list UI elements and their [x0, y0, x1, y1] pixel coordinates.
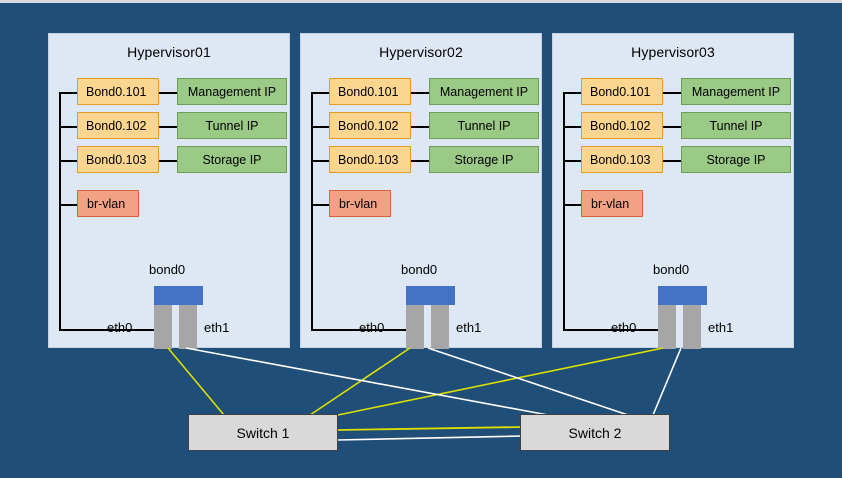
nic-eth1-leg[interactable] [431, 305, 449, 349]
bond-label: bond0 [401, 262, 438, 277]
bond-head [406, 286, 455, 305]
nic-eth0-leg[interactable] [658, 305, 676, 349]
trunk-stub-vlan-102 [563, 126, 581, 128]
bond-trunk-vertical [563, 92, 565, 330]
hypervisor-panel-2[interactable]: Hypervisor02 Bond0.101 Bond0.102 Bond0.1… [300, 33, 542, 349]
ip-role-management[interactable]: Management IP [681, 78, 791, 105]
bond-head [658, 286, 707, 305]
ip-role-tunnel[interactable]: Tunnel IP [177, 112, 287, 139]
link-vlan-101-to-ip [411, 92, 429, 94]
trunk-stub-brvlan [563, 204, 581, 206]
ip-role-management[interactable]: Management IP [429, 78, 539, 105]
vlan-interface-103[interactable]: Bond0.103 [77, 146, 159, 173]
vlan-interface-103[interactable]: Bond0.103 [329, 146, 411, 173]
bridge-br-vlan[interactable]: br-vlan [581, 190, 643, 217]
trunk-stub-vlan-103 [59, 160, 77, 162]
nic-label-eth1: eth1 [708, 320, 734, 335]
trunk-stub-vlan-102 [311, 126, 329, 128]
ip-role-tunnel[interactable]: Tunnel IP [429, 112, 539, 139]
trunk-stub-bond0 [59, 329, 154, 331]
cable-switch1-switch2-secondary [337, 435, 523, 441]
bond-label: bond0 [149, 262, 186, 277]
trunk-stub-brvlan [59, 204, 77, 206]
ip-role-tunnel[interactable]: Tunnel IP [681, 112, 791, 139]
vlan-interface-101[interactable]: Bond0.101 [581, 78, 663, 105]
vlan-interface-103[interactable]: Bond0.103 [581, 146, 663, 173]
nic-label-eth1: eth1 [204, 320, 230, 335]
vlan-interface-102[interactable]: Bond0.102 [581, 112, 663, 139]
cable-hv1-eth0-switch1 [167, 347, 225, 416]
vlan-interface-101[interactable]: Bond0.101 [329, 78, 411, 105]
link-vlan-102-to-ip [159, 126, 177, 128]
bond-trunk-vertical [311, 92, 313, 330]
cable-hv3-eth1-switch2 [652, 347, 682, 416]
bridge-br-vlan[interactable]: br-vlan [329, 190, 391, 217]
switch-2[interactable]: Switch 2 [520, 414, 670, 451]
hypervisor-panel-1[interactable]: Hypervisor01 Bond0.101 Bond0.102 Bond0.1… [48, 33, 290, 349]
hypervisor-title: Hypervisor02 [379, 44, 463, 60]
trunk-stub-bond0 [311, 329, 406, 331]
trunk-stub-vlan-101 [563, 92, 581, 94]
hypervisor-title: Hypervisor03 [631, 44, 715, 60]
trunk-stub-vlan-103 [311, 160, 329, 162]
nic-eth1-leg[interactable] [683, 305, 701, 349]
nic-eth1-leg[interactable] [179, 305, 197, 349]
vlan-interface-102[interactable]: Bond0.102 [77, 112, 159, 139]
trunk-stub-vlan-102 [59, 126, 77, 128]
nic-label-eth0: eth0 [611, 320, 637, 335]
link-vlan-103-to-ip [663, 160, 681, 162]
cable-hv3-eth0-switch1 [337, 347, 664, 416]
switch-1[interactable]: Switch 1 [188, 414, 338, 451]
vlan-interface-102[interactable]: Bond0.102 [329, 112, 411, 139]
link-vlan-103-to-ip [411, 160, 429, 162]
nic-eth0-leg[interactable] [154, 305, 172, 349]
nic-label-eth1: eth1 [456, 320, 482, 335]
link-vlan-102-to-ip [411, 126, 429, 128]
bond-label: bond0 [653, 262, 690, 277]
vlan-interface-101[interactable]: Bond0.101 [77, 78, 159, 105]
nic-eth0-leg[interactable] [406, 305, 424, 349]
nic-label-eth0: eth0 [107, 320, 133, 335]
link-vlan-102-to-ip [663, 126, 681, 128]
trunk-stub-vlan-103 [563, 160, 581, 162]
link-vlan-101-to-ip [159, 92, 177, 94]
nic-label-eth0: eth0 [359, 320, 385, 335]
trunk-stub-vlan-101 [59, 92, 77, 94]
link-vlan-103-to-ip [159, 160, 177, 162]
ip-role-management[interactable]: Management IP [177, 78, 287, 105]
ip-role-storage[interactable]: Storage IP [681, 146, 791, 173]
cable-hv2-eth0-switch1 [309, 347, 411, 416]
trunk-stub-vlan-101 [311, 92, 329, 94]
trunk-stub-bond0 [563, 329, 658, 331]
hypervisor-panel-3[interactable]: Hypervisor03 Bond0.101 Bond0.102 Bond0.1… [552, 33, 794, 349]
bond-trunk-vertical [59, 92, 61, 330]
ip-role-storage[interactable]: Storage IP [429, 146, 539, 173]
cable-switch1-switch2-primary [337, 426, 523, 431]
bond-head [154, 286, 203, 305]
cable-hv1-eth1-switch2 [185, 347, 549, 416]
cable-hv2-eth1-switch2 [427, 347, 629, 416]
bridge-br-vlan[interactable]: br-vlan [77, 190, 139, 217]
hypervisor-title: Hypervisor01 [127, 44, 211, 60]
ip-role-storage[interactable]: Storage IP [177, 146, 287, 173]
link-vlan-101-to-ip [663, 92, 681, 94]
trunk-stub-brvlan [311, 204, 329, 206]
